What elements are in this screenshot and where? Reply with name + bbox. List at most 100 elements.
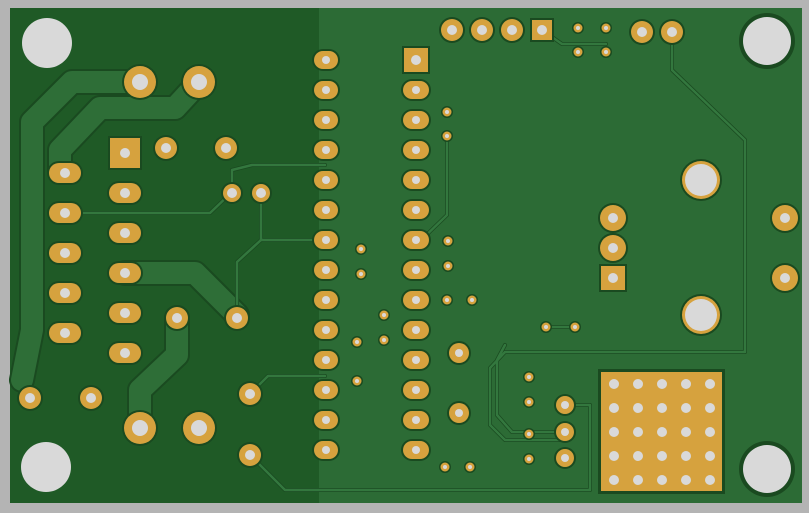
header-right-pin (401, 169, 431, 191)
connector-pin (107, 341, 143, 365)
mid-pad-square (599, 264, 627, 292)
thermal-via (681, 427, 691, 437)
thermal-via (657, 403, 667, 413)
connector-pin (47, 321, 83, 345)
via (600, 46, 612, 58)
mount-hole-bottom-left (21, 442, 71, 492)
thermal-via (633, 379, 643, 389)
header-right-pin (401, 259, 431, 281)
via (378, 309, 390, 321)
through-pad (221, 182, 243, 204)
thermal-via (681, 379, 691, 389)
thermal-via (633, 427, 643, 437)
via (355, 268, 367, 280)
header-right-pin (401, 229, 431, 251)
power-pad (122, 64, 158, 100)
thermal-via (657, 379, 667, 389)
power-pad (122, 410, 158, 446)
through-pad (224, 305, 250, 331)
through-pad (237, 381, 263, 407)
header-left-pin (312, 139, 340, 161)
through-pad (17, 385, 43, 411)
via (569, 321, 581, 333)
via (523, 371, 535, 383)
mount-hole-top-right-drill (743, 17, 791, 65)
header-left-pin (312, 259, 340, 281)
header-right-pin (401, 319, 431, 341)
header-left-pin (312, 349, 340, 371)
header-right-pin (401, 289, 431, 311)
pads (17, 17, 800, 473)
via (351, 375, 363, 387)
side-pad (770, 203, 800, 233)
through-pad (153, 135, 179, 161)
header-left-pin (312, 79, 340, 101)
via (540, 321, 552, 333)
via (442, 260, 454, 272)
top-pad-square (530, 18, 554, 42)
thermal-via (705, 475, 715, 485)
thermal-via (633, 403, 643, 413)
power-pad (181, 64, 217, 100)
top-pad (629, 19, 655, 45)
thermal-via (681, 403, 691, 413)
misc-pad (447, 341, 471, 365)
mount-hole-bottom-right-drill (743, 445, 791, 493)
via (441, 294, 453, 306)
via (572, 22, 584, 34)
via (378, 334, 390, 346)
thermal-pad (598, 369, 725, 494)
mount-hole-top-left (22, 18, 72, 68)
header-right-pin-1 (402, 46, 430, 74)
via (466, 294, 478, 306)
thermal-via (609, 379, 619, 389)
misc-pad (447, 401, 471, 425)
header-left-pin (312, 199, 340, 221)
connector-pin (107, 221, 143, 245)
header-right-pin (401, 349, 431, 371)
thermal-via (633, 475, 643, 485)
thermal-via (657, 427, 667, 437)
thermal-via (681, 475, 691, 485)
header-right-pin (401, 199, 431, 221)
connector-pin (47, 201, 83, 225)
header-right-pin (401, 379, 431, 401)
via (523, 453, 535, 465)
via (442, 235, 454, 247)
through-pad (237, 442, 263, 468)
via (355, 243, 367, 255)
through-pad (213, 135, 239, 161)
misc-pad (554, 447, 576, 469)
mid-pad (598, 233, 628, 263)
connector-pin-1 (108, 136, 142, 170)
header-left-pin (312, 289, 340, 311)
thermal-via (657, 475, 667, 485)
connector-pin (107, 261, 143, 285)
thermal-via (657, 451, 667, 461)
thermal-via (609, 475, 619, 485)
mounting-holes (21, 13, 795, 497)
top-pad (659, 19, 685, 45)
thermal-via (633, 451, 643, 461)
header-right-pin (401, 79, 431, 101)
thermal-via (609, 451, 619, 461)
via (600, 22, 612, 34)
connector-pin (107, 301, 143, 325)
thermal-via (609, 427, 619, 437)
header-left-pin (312, 229, 340, 251)
misc-pad (554, 421, 576, 443)
via (441, 130, 453, 142)
thermal-via (705, 403, 715, 413)
thermal-via (705, 427, 715, 437)
header-right-pin (401, 409, 431, 431)
via (572, 46, 584, 58)
through-pad (250, 182, 272, 204)
mid-pad (598, 203, 628, 233)
connector-pin (47, 281, 83, 305)
header-right-pin (401, 139, 431, 161)
via (464, 461, 476, 473)
through-pad (78, 385, 104, 411)
connector-pin (47, 161, 83, 185)
header-left-pin (312, 319, 340, 341)
